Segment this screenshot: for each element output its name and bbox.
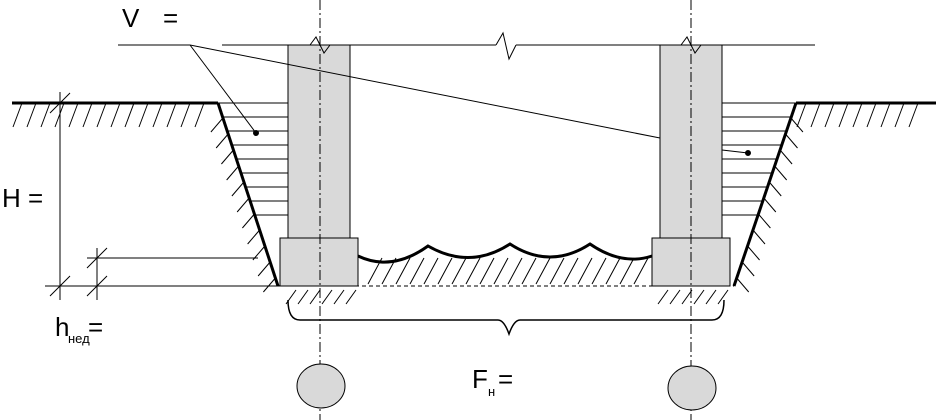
hatch-stroke — [257, 261, 271, 277]
hatch-stroke — [894, 102, 905, 128]
hatch-stroke — [82, 102, 93, 128]
residual-depth-equals: = — [88, 312, 103, 342]
hatch-stroke — [657, 289, 669, 305]
hatch-stroke — [763, 197, 777, 213]
hatch-stroke — [423, 257, 439, 285]
hatch-stroke — [40, 102, 51, 128]
hatch-stroke — [180, 102, 191, 128]
volume-equals: = — [163, 3, 178, 33]
hatch-stroke — [681, 289, 693, 305]
hatch-stroke — [381, 257, 397, 285]
height-label: H = — [2, 183, 43, 213]
bottom-area-label: F — [472, 364, 488, 394]
hatch-stroke — [549, 257, 565, 285]
hatch-stroke — [465, 257, 481, 285]
hatch-stroke — [774, 165, 788, 181]
axis-lines — [319, 0, 692, 420]
hatch-stroke — [747, 245, 760, 261]
hatch-stroke — [297, 289, 309, 305]
hatch-stroke — [479, 257, 495, 285]
hatch-stroke — [451, 257, 467, 285]
residual-depth-label: h — [55, 312, 69, 342]
top-break-line — [222, 31, 815, 61]
hatch-stroke — [785, 133, 798, 149]
hatch-stroke — [367, 257, 383, 285]
hatch-stroke — [591, 257, 607, 285]
hatch-stroke — [12, 102, 23, 128]
hatch-stroke — [242, 213, 255, 229]
hatch-stroke — [124, 102, 135, 128]
backfill-layers — [218, 102, 796, 216]
hatch-stroke — [138, 102, 149, 128]
bottom-area-brace — [287, 299, 725, 337]
hatch-stroke — [824, 102, 835, 128]
hatch-stroke — [231, 181, 245, 197]
bottom-area-equals: = — [498, 364, 513, 394]
hatch-stroke — [633, 257, 649, 285]
hatch-stroke — [215, 133, 229, 149]
hatch-stroke — [221, 149, 234, 165]
hatch-stroke — [852, 102, 863, 128]
hatch-stroke — [68, 102, 79, 128]
hatch-stroke — [866, 102, 877, 128]
hatch-stroke — [880, 102, 891, 128]
hatch-stroke — [507, 257, 523, 285]
hatch-stroke — [796, 102, 807, 128]
hatch-stroke — [247, 229, 261, 245]
hatch-stroke — [26, 102, 37, 128]
pile-section-left — [296, 363, 346, 409]
hatch-stroke — [437, 257, 453, 285]
hatch-stroke — [194, 102, 205, 128]
volume-label: V — [122, 3, 140, 33]
hatch-stroke — [768, 181, 782, 197]
hatch-stroke — [236, 197, 250, 213]
hatch-stroke — [752, 229, 766, 245]
depth-dimensions — [45, 92, 280, 300]
hatch-stroke — [908, 102, 919, 128]
column-left — [279, 44, 359, 287]
hatch-stroke — [741, 261, 755, 277]
hatch-stroke — [605, 257, 621, 285]
hatch-stroke — [321, 289, 333, 305]
hatch-stroke — [152, 102, 163, 128]
residual-depth-subscript: нед — [68, 331, 90, 346]
hatch-stroke — [493, 257, 509, 285]
hatch-stroke — [736, 277, 750, 293]
hatch-stroke — [693, 289, 705, 305]
pit-slopes — [210, 102, 804, 293]
hatch-stroke — [669, 289, 681, 305]
hatch-stroke — [333, 289, 345, 305]
hatch-stroke — [563, 257, 579, 285]
hatch-stroke — [779, 149, 793, 165]
hatch-stroke — [395, 257, 411, 285]
hatch-stroke — [758, 213, 771, 229]
pile-section-right — [667, 365, 717, 411]
hatch-stroke — [309, 289, 321, 305]
hatch-stroke — [717, 289, 729, 305]
hatch-stroke — [790, 117, 804, 133]
hatch-stroke — [210, 117, 224, 133]
hatch-stroke — [619, 257, 635, 285]
hatch-stroke — [96, 102, 107, 128]
hatch-stroke — [577, 257, 593, 285]
hatch-stroke — [810, 102, 821, 128]
hatch-stroke — [838, 102, 849, 128]
ground-surface — [12, 101, 936, 128]
hatch-stroke — [705, 289, 717, 305]
bottom-area-subscript: н — [488, 384, 495, 399]
hatch-stroke — [166, 102, 177, 128]
hatch-stroke — [521, 257, 537, 285]
hatch-stroke — [345, 289, 357, 305]
hatch-stroke — [409, 257, 425, 285]
hatch-stroke — [226, 165, 240, 181]
hatch-stroke — [110, 102, 121, 128]
volume-leaders — [118, 44, 751, 156]
hatch-stroke — [262, 277, 276, 293]
hatch-stroke — [535, 257, 551, 285]
